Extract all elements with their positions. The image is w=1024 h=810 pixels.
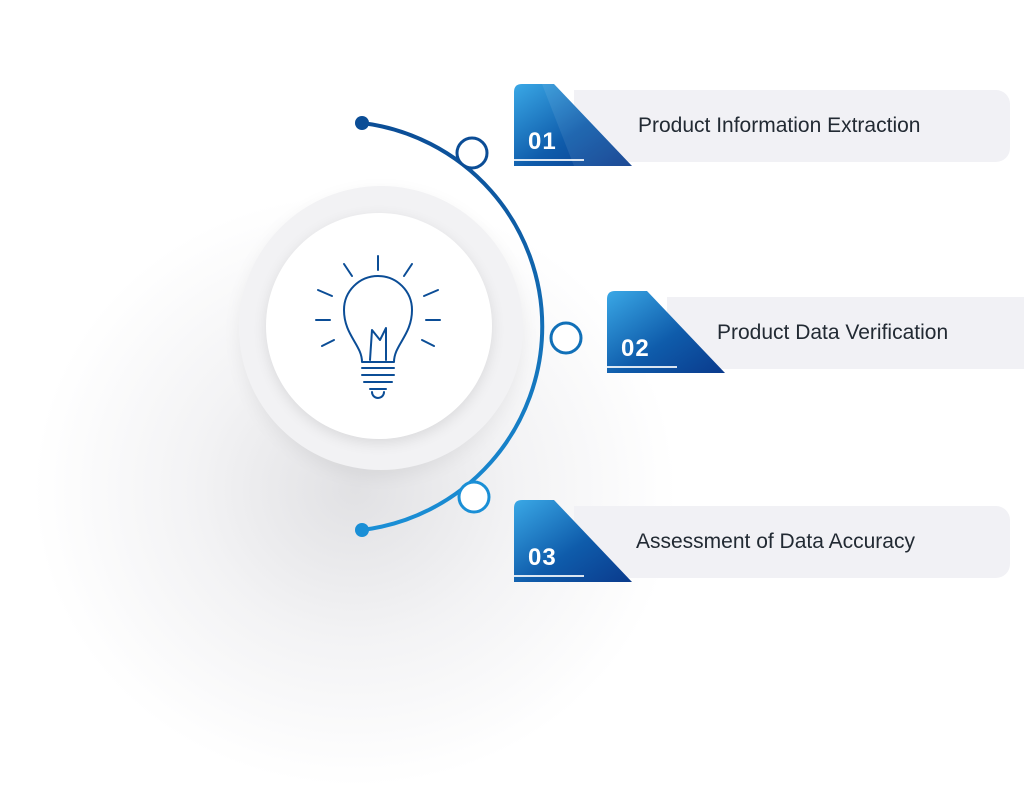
step-card-1: 01 Product Information Extraction	[514, 84, 1010, 166]
step-number-tab	[514, 500, 632, 582]
step-card-background	[667, 297, 1024, 369]
arc-end-dot	[355, 523, 369, 537]
step-card-3: 03 Assessment of Data Accuracy	[514, 500, 1010, 582]
step-card-2: 02 Product Data Verification	[607, 291, 1024, 373]
step-card-background	[574, 506, 1010, 578]
step-node-3	[457, 480, 491, 514]
step-number: 02	[621, 335, 650, 362]
step-number: 01	[528, 128, 557, 155]
step-number-tab	[607, 291, 725, 373]
timeline-arc	[360, 121, 545, 532]
step-card-background	[574, 90, 1010, 162]
step-label: Assessment of Data Accuracy	[636, 530, 915, 553]
step-label: Product Information Extraction	[638, 114, 921, 137]
arc-start-dot	[355, 116, 369, 130]
step-number-tab	[514, 84, 632, 166]
step-label: Product Data Verification	[717, 321, 949, 344]
step-number: 03	[528, 544, 557, 571]
step-node-2	[549, 321, 583, 355]
inner-circle	[266, 213, 492, 439]
step-node-1	[455, 136, 489, 170]
step-number-underline	[514, 575, 584, 577]
step-number-underline	[607, 366, 677, 368]
step-number-underline	[514, 159, 584, 161]
light-bulb-icon	[315, 255, 441, 399]
